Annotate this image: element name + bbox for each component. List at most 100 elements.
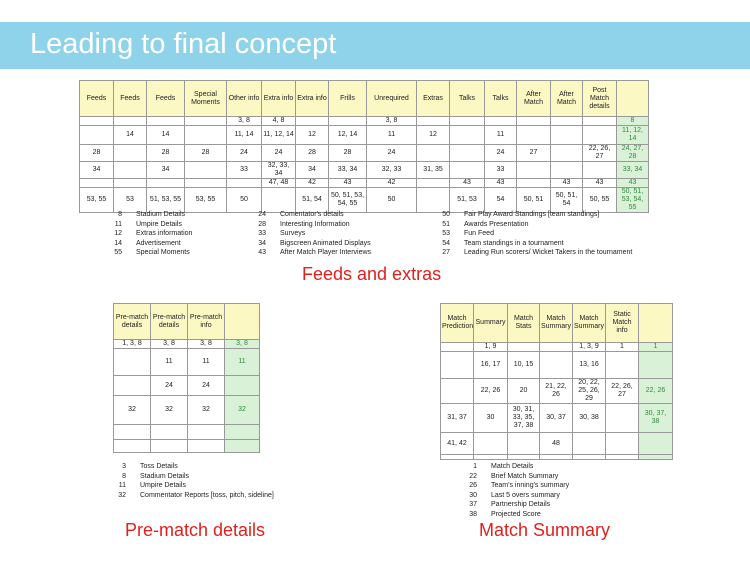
table-cell: 31, 37	[440, 403, 474, 433]
table-cell	[550, 116, 583, 126]
table-cell: 21, 22, 26	[539, 378, 573, 404]
legend-number: 22	[469, 472, 477, 480]
prematch-caption: Pre-match details	[125, 520, 266, 540]
table-cell: 50	[366, 187, 417, 213]
column-header: Match Summary	[572, 303, 606, 343]
table-cell	[550, 161, 583, 179]
legend-label: Team's inning's summary	[491, 482, 570, 490]
table-cell: 48	[539, 432, 573, 455]
table-cell: 1, 3, 9	[572, 342, 606, 352]
table-cell: 33, 34	[328, 161, 367, 179]
table-cell	[507, 454, 540, 460]
column-header: Pre-match details	[150, 303, 188, 340]
table-cell	[79, 125, 114, 145]
table-cell	[416, 187, 450, 213]
table-cell	[638, 351, 673, 379]
legend-number: 54	[442, 239, 450, 247]
table-cell	[507, 342, 540, 352]
legend-number: 55	[114, 249, 122, 257]
legend-label: Stadium Details	[136, 211, 186, 218]
table-cell	[539, 342, 573, 352]
title-banner: Leading to final concept	[0, 22, 750, 69]
table-cell: 51, 54	[295, 187, 329, 213]
column-header: Feeds	[79, 80, 114, 117]
table-cell	[440, 454, 474, 460]
legend-label: Comentator's details	[280, 211, 344, 218]
legend-number: 30	[469, 491, 477, 499]
table-cell: 50, 51, 54	[550, 187, 583, 213]
table-cell: 14	[146, 125, 185, 145]
table-cell	[516, 116, 551, 126]
table-cell: 1	[638, 342, 673, 352]
table-cell	[113, 424, 151, 440]
legend-number: 50	[442, 211, 450, 218]
column-header: Match Prediction	[440, 303, 474, 343]
legend-label: Leading Run scorers/ Wicket Takers in th…	[464, 249, 633, 257]
table-cell: 53	[113, 187, 147, 213]
table-cell: 24	[261, 144, 296, 162]
table-cell: 3, 8	[150, 339, 188, 349]
column-header: Feeds	[113, 80, 147, 117]
legend-number: 3	[122, 463, 126, 470]
column-header: Frills	[328, 80, 367, 117]
column-header	[638, 303, 673, 343]
table-cell: 41, 42	[440, 432, 474, 455]
table-cell: 12, 14	[328, 125, 367, 145]
table-cell	[516, 178, 551, 188]
table-cell	[184, 125, 227, 145]
table-row: 41, 42 48	[440, 432, 673, 455]
table-cell	[484, 116, 517, 126]
table-cell: 3, 8	[224, 339, 260, 349]
table-cell: 32, 33, 34	[261, 161, 296, 179]
table-cell	[572, 432, 606, 455]
table-cell	[79, 178, 114, 188]
table-cell	[516, 125, 551, 145]
legend-number: 26	[469, 482, 477, 490]
table-cell	[150, 439, 188, 453]
column-header: Extra info	[261, 80, 296, 117]
table-cell: 11	[484, 125, 517, 145]
table-cell: 30, 37, 38	[638, 403, 673, 433]
table-cell	[113, 439, 151, 453]
column-header: Summary	[473, 303, 508, 343]
column-header: Extra info	[295, 80, 329, 117]
legend-label: Commentator Reports [toss, pitch, sideli…	[140, 491, 274, 499]
table-cell: 50, 51	[516, 187, 551, 213]
table-cell: 14	[113, 125, 147, 145]
table-cell: 33	[484, 161, 517, 179]
table-cell: 32, 33	[366, 161, 417, 179]
table-cell: 50, 51, 53, 54, 55	[616, 187, 649, 213]
column-header: Feeds	[146, 80, 185, 117]
table-cell: 28	[328, 144, 367, 162]
legend-label: Umpire Details	[136, 220, 182, 228]
table-cell: 42	[366, 178, 417, 188]
table-cell: 50, 55	[582, 187, 617, 213]
table-cell	[224, 375, 260, 396]
table-cell: 50	[226, 187, 262, 213]
table-cell: 12	[295, 125, 329, 145]
legend-number: 11	[118, 482, 126, 490]
table-cell	[605, 351, 639, 379]
table-cell	[113, 116, 147, 126]
table-cell	[473, 454, 508, 460]
table-cell	[440, 342, 474, 352]
table-cell: 24	[226, 144, 262, 162]
table-cell	[638, 432, 673, 455]
legend-number: 34	[258, 239, 266, 247]
table-cell	[146, 178, 185, 188]
